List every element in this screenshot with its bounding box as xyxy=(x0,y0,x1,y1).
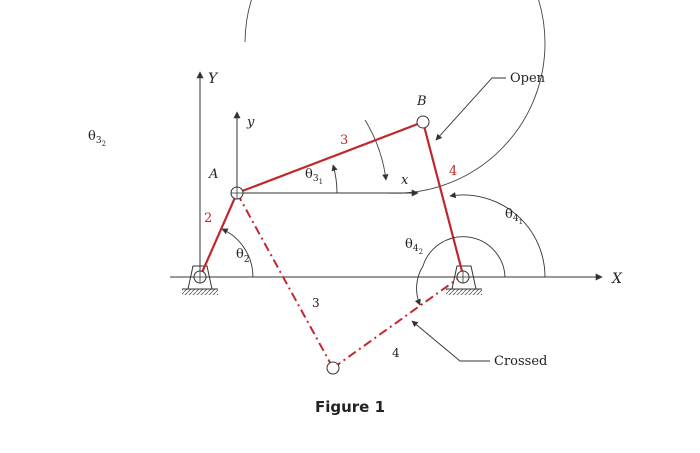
link-4-crossed-label: 4 xyxy=(392,346,400,360)
link-4-open-label: 4 xyxy=(449,164,457,179)
figure-caption: Figure 1 xyxy=(315,398,385,416)
theta41-label: θ41 xyxy=(505,207,523,226)
theta32-label: θ32 xyxy=(88,129,106,148)
pin-B xyxy=(416,115,430,129)
global-x-label: X xyxy=(611,271,623,287)
link-2 xyxy=(198,192,239,278)
link-4-open xyxy=(421,121,465,276)
link-2-label: 2 xyxy=(204,211,212,226)
open-leader xyxy=(435,77,506,141)
crossed-label: Crossed xyxy=(494,354,547,369)
pin-B-crossed xyxy=(326,361,340,375)
local-y-label: y xyxy=(246,115,255,130)
point-A-label: A xyxy=(208,167,218,182)
global-y-label: Y xyxy=(208,71,219,87)
theta31-arc xyxy=(331,164,338,194)
link-3-crossed xyxy=(236,192,334,369)
pin-O4 xyxy=(456,270,470,284)
theta41-arc xyxy=(449,191,546,278)
point-B-label: B xyxy=(416,94,427,109)
ground-pivot-left xyxy=(182,265,218,295)
theta2-arc xyxy=(221,228,254,278)
pin-O2 xyxy=(193,270,207,284)
theta32-arrow xyxy=(364,119,389,181)
open-label: Open xyxy=(510,71,546,86)
theta42-arc xyxy=(414,236,506,306)
local-x-label: x xyxy=(401,173,409,188)
ground-pivot-right xyxy=(446,265,482,295)
link-3-open xyxy=(236,120,424,195)
crossed-leader xyxy=(411,320,490,362)
theta2-label: θ2 xyxy=(236,247,250,265)
theta31-label: θ31 xyxy=(305,167,323,186)
theta42-label: θ42 xyxy=(405,237,423,256)
link-3-crossed-label: 3 xyxy=(312,296,320,310)
theta32-arc xyxy=(244,0,546,194)
link-3-open-label: 3 xyxy=(340,133,348,148)
link-4-crossed xyxy=(332,274,464,369)
pin-A xyxy=(230,186,244,200)
